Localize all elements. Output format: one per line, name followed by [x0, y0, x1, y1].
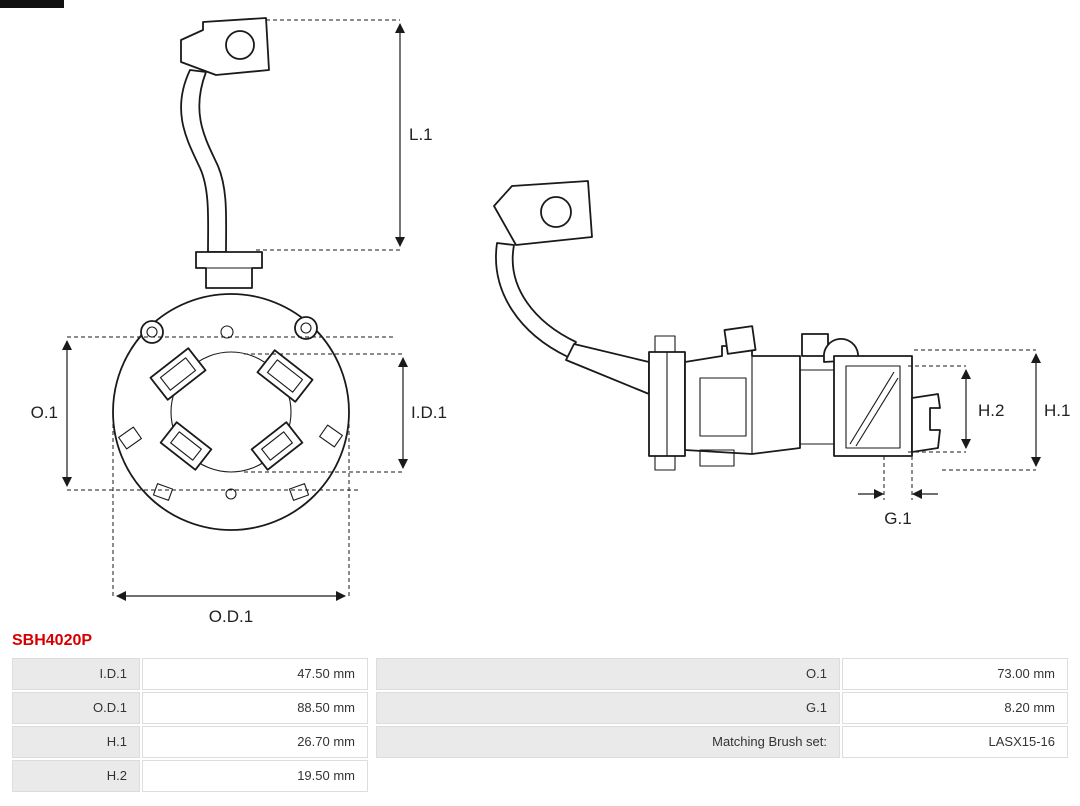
dim-label-h1: H.1 — [1044, 401, 1070, 420]
spec-label: G.1 — [376, 692, 840, 724]
spec-label: H.2 — [12, 760, 140, 792]
top-left-bar — [0, 0, 64, 8]
dim-label-l1: L.1 — [409, 125, 433, 144]
spec-value: 47.50 mm — [142, 658, 368, 690]
dim-label-h2: H.2 — [978, 401, 1004, 420]
spec-row: I.D.1 47.50 mm O.1 73.00 mm — [12, 658, 1068, 690]
front-view-drawing — [112, 17, 350, 531]
dim-label-g1: G.1 — [884, 509, 911, 528]
spec-label: Matching Brush set: — [376, 726, 840, 758]
spec-value: 88.50 mm — [142, 692, 368, 724]
spec-label: I.D.1 — [12, 658, 140, 690]
dim-label-id1: I.D.1 — [411, 403, 447, 422]
dim-label-od1: O.D.1 — [209, 607, 253, 626]
side-view-drawing — [493, 180, 941, 471]
dim-label-o1: O.1 — [31, 403, 58, 422]
spec-table: I.D.1 47.50 mm O.1 73.00 mm O.D.1 88.50 … — [12, 658, 1068, 792]
spec-row: H.1 26.70 mm Matching Brush set: LASX15-… — [12, 726, 1068, 758]
spec-value: 26.70 mm — [142, 726, 368, 758]
product-code: SBH4020P — [12, 632, 93, 649]
table-gap — [370, 726, 374, 758]
table-gap — [370, 658, 374, 690]
spec-value: 73.00 mm — [842, 658, 1068, 690]
side-view-dimensions: H.2 H.1 G.1 — [858, 349, 1070, 528]
spec-label: O.D.1 — [12, 692, 140, 724]
technical-drawing: L.1 O.1 I.D.1 O.D.1 — [31, 17, 1070, 626]
spec-value: 8.20 mm — [842, 692, 1068, 724]
spec-value: 19.50 mm — [142, 760, 368, 792]
front-view-dimensions: L.1 O.1 I.D.1 O.D.1 — [31, 19, 447, 626]
spec-label: H.1 — [12, 726, 140, 758]
table-gap — [370, 760, 374, 792]
spec-row: H.2 19.50 mm — [12, 760, 1068, 792]
spec-row: O.D.1 88.50 mm G.1 8.20 mm — [12, 692, 1068, 724]
spec-label: O.1 — [376, 658, 840, 690]
table-gap — [370, 692, 374, 724]
spec-value: LASX15-16 — [842, 726, 1068, 758]
